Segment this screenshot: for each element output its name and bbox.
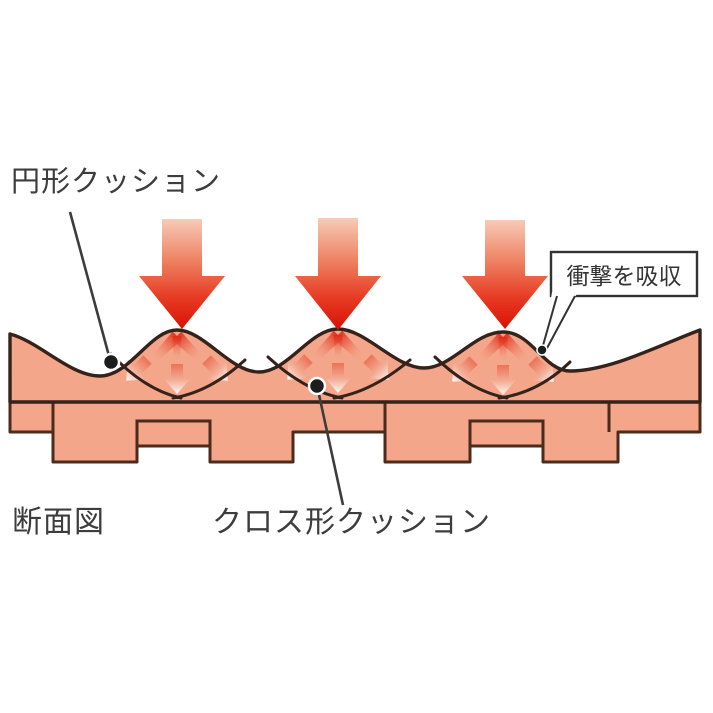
callout-shock-absorb: 衝撃を吸収 (566, 264, 682, 290)
callout-frame (549, 250, 699, 298)
cushion-compression-lines (109, 352, 572, 400)
callout-tail-outline (541, 295, 576, 351)
label-round-cushion: 円形クッション (11, 164, 222, 198)
leader-line-round-cushion (68, 211, 111, 357)
interlock-tab-right (468, 419, 545, 448)
interlock-seam-lines (51, 402, 611, 432)
leader-dot-cross-cushion (307, 376, 327, 396)
leader-line-cross-cushion (316, 389, 345, 506)
label-cross-cushion: クロス形クッション (212, 505, 491, 540)
impact-arrow-3 (462, 220, 548, 329)
impact-arrow-2 (295, 218, 381, 330)
leader-dot-round-cushion (101, 352, 121, 372)
interlock-tab-left (135, 419, 212, 448)
impact-arrow-1 (139, 219, 225, 329)
callout-target-dot (536, 344, 548, 356)
base-cross-structure (8, 400, 702, 464)
label-section-view: 断面図 (12, 505, 105, 540)
